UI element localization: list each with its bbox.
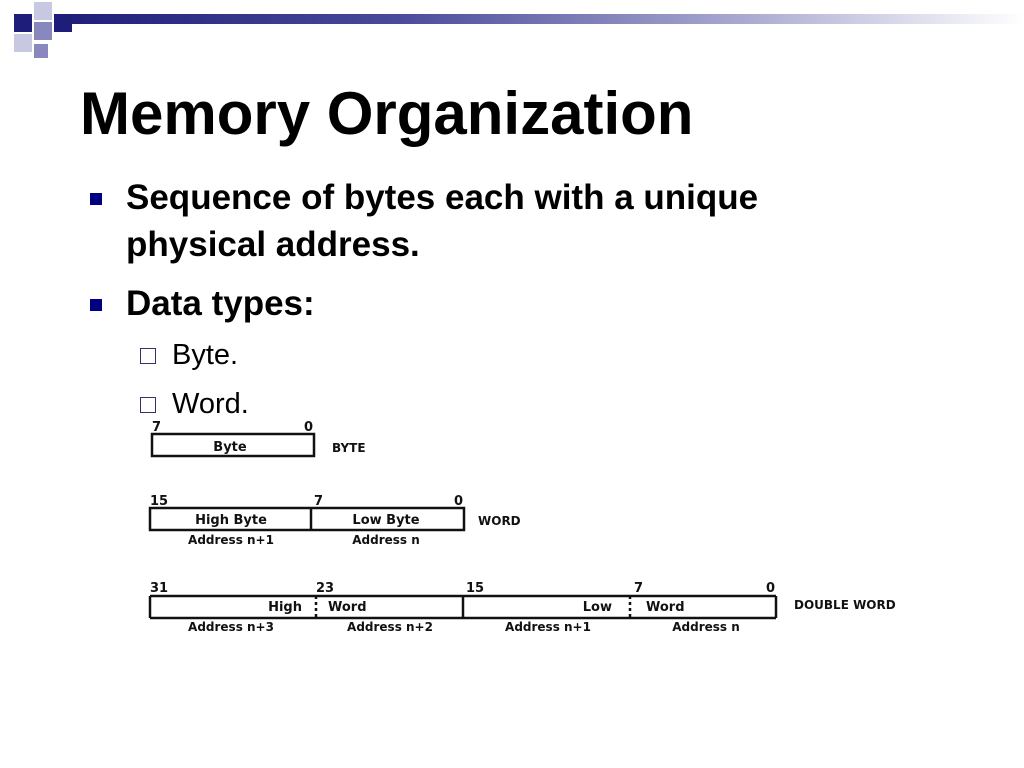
address-label: Address n+1 [188, 533, 274, 547]
header-square-5 [14, 34, 32, 52]
header-square-6 [34, 44, 48, 58]
sub-bullet-text: Word. [172, 388, 249, 420]
address-label: Address n [352, 533, 420, 547]
bullet-text: Sequence of bytes each with a unique phy… [126, 178, 759, 264]
bit-number-23: 23 [316, 581, 334, 596]
bit-number-7: 7 [152, 420, 161, 435]
address-label: Address n+3 [188, 620, 274, 634]
low-byte-cell: Low Byte [352, 513, 419, 528]
bit-number-7: 7 [634, 581, 643, 596]
slide-title: Memory Organization [80, 80, 694, 147]
header-square-1 [14, 14, 32, 32]
square-bullet-icon [90, 193, 102, 205]
hollow-square-bullet-icon [140, 348, 156, 364]
low-word-left-text: Low [583, 600, 612, 615]
square-bullet-icon [90, 299, 102, 311]
bullet-item-2: Data types: [90, 280, 910, 327]
byte-cell [150, 432, 316, 458]
bit-number-0: 0 [766, 581, 775, 596]
word-cell [148, 506, 466, 532]
byte-row: 7 0 Byte BYTE [150, 420, 366, 458]
bit-number-15: 15 [466, 581, 484, 596]
bullet-item-1: Sequence of bytes each with a unique phy… [90, 174, 910, 268]
header-gradient-band [60, 14, 1024, 24]
double-word-row: 31 23 15 7 0 High Word Low Word Address … [148, 581, 896, 634]
high-byte-cell: High Byte [195, 513, 267, 528]
word-row: 15 7 0 High Byte Low Byte Address n+1 Ad… [148, 494, 521, 547]
bit-number-0: 0 [304, 420, 313, 435]
sub-bullet-text: Byte. [172, 339, 239, 371]
header-square-3 [34, 22, 52, 40]
sub-bullet-item-1: Byte. [140, 337, 340, 373]
address-label: Address n [672, 620, 740, 634]
header-square-4 [54, 14, 72, 32]
address-label: Address n+2 [347, 620, 433, 634]
byte-type-label: BYTE [332, 441, 366, 455]
sub-bullet-item-2: Word. [140, 386, 340, 422]
byte-cell-label: Byte [213, 440, 247, 455]
word-type-label: WORD [478, 514, 521, 528]
hollow-square-bullet-icon [140, 397, 156, 413]
high-word-right-text: Word [328, 600, 367, 615]
bit-number-7: 7 [314, 494, 323, 509]
double-word-type-label: DOUBLE WORD [794, 598, 896, 612]
bit-number-0: 0 [454, 494, 463, 509]
bullet-text: Data types: [126, 284, 315, 323]
bit-number-31: 31 [150, 581, 168, 596]
bit-number-15: 15 [150, 494, 168, 509]
low-word-right-text: Word [646, 600, 685, 615]
high-word-left-text: High [268, 600, 302, 615]
header-square-2 [34, 2, 52, 20]
address-label: Address n+1 [505, 620, 591, 634]
